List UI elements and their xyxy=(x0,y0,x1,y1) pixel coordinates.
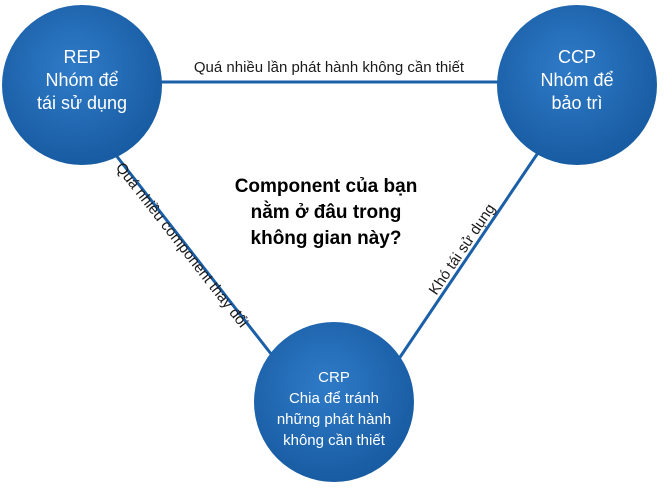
node-ccp-line1: Nhóm để xyxy=(540,70,613,90)
node-rep-line1: Nhóm để xyxy=(45,70,118,90)
center-question-line3: không gian này? xyxy=(251,228,402,249)
edge-rep-crp xyxy=(106,144,284,369)
node-crp-circle xyxy=(254,322,414,482)
edge-label-left: Quá nhiều component thay đổi xyxy=(112,159,251,330)
node-crp-line1: Chia để tránh xyxy=(289,390,379,407)
center-question-line2: nằm ở đâu trong xyxy=(251,201,402,223)
node-rep-title: REP xyxy=(63,47,100,67)
node-ccp-line2: bảo trì xyxy=(551,93,602,113)
node-crp-title: CRP xyxy=(318,369,350,386)
node-rep-line2: tái sử dụng xyxy=(37,93,127,113)
node-ccp-circle xyxy=(497,5,657,165)
node-crp-line3: không cần thiết xyxy=(283,432,386,449)
edge-label-right: Khó tái sử dụng xyxy=(426,201,499,298)
edge-label-top: Quá nhiều lần phát hành không cần thiết xyxy=(194,59,465,76)
node-crp-line2: những phát hành xyxy=(277,411,391,428)
edge-ccp-crp xyxy=(388,137,550,373)
node-rep-circle xyxy=(2,5,162,165)
center-question-line1: Component của bạn xyxy=(235,176,418,197)
node-ccp-title: CCP xyxy=(558,47,596,67)
